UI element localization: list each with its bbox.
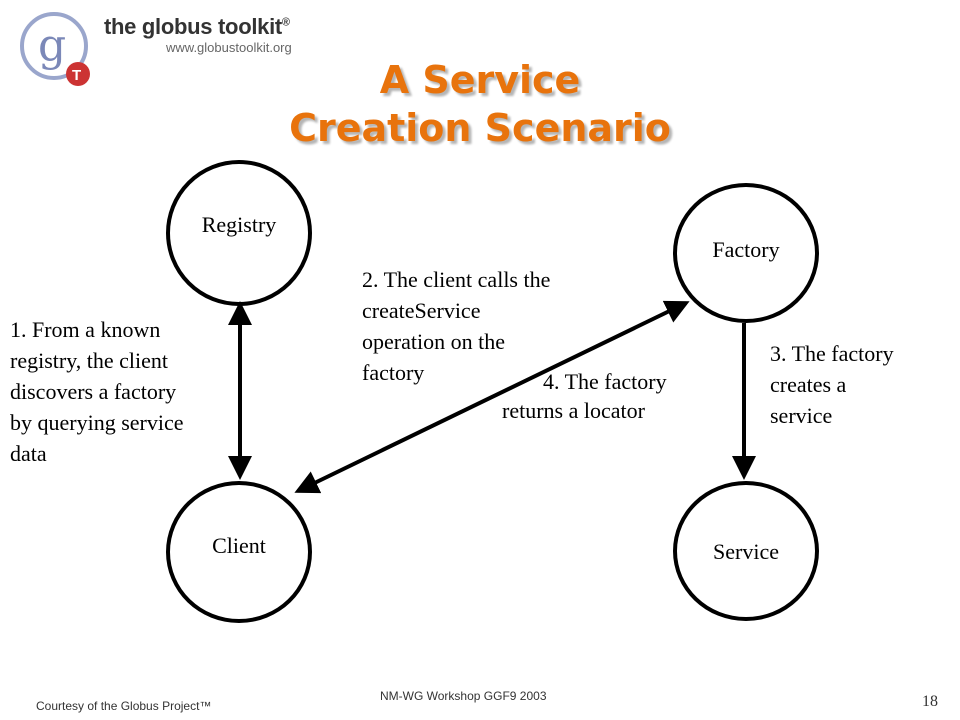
step-3-line: service xyxy=(770,403,833,428)
workshop-footer: NM-WG Workshop GGF9 2003 xyxy=(380,689,547,703)
step-4-note-line-1: 4. The factory xyxy=(543,369,667,394)
slide-title: A Service Creation Scenario xyxy=(0,56,960,152)
step-4-note-line-2: returns a locator xyxy=(502,398,645,423)
step-2-note: 2. The client calls the createService op… xyxy=(362,264,550,388)
client-node: Client xyxy=(166,481,312,623)
step-1-line: 1. From a known xyxy=(10,317,161,342)
step-3-line: 3. The factory xyxy=(770,341,894,366)
step-1-note: 1. From a known registry, the client dis… xyxy=(10,314,184,469)
step-3-line: creates a xyxy=(770,372,847,397)
step-1-line: data xyxy=(10,441,47,466)
step-2-line: operation on the xyxy=(362,329,505,354)
step-1-line: discovers a factory xyxy=(10,379,177,404)
courtesy-footer: Courtesy of the Globus Project™ xyxy=(36,699,212,713)
client-factory-arrow xyxy=(294,300,690,494)
slide-title-line-1: A Service xyxy=(379,58,581,102)
slide-title-line-2: Creation Scenario xyxy=(289,106,671,150)
svg-text:T: T xyxy=(72,67,81,84)
registry-node: Registry xyxy=(166,160,312,306)
service-node: Service xyxy=(673,481,819,621)
globus-emblem-icon: g T xyxy=(20,12,90,86)
step-2-line: createService xyxy=(362,298,481,323)
factory-node: Factory xyxy=(673,183,819,323)
step-2-line: 2. The client calls the xyxy=(362,267,551,292)
step-3-note: 3. The factory creates a service xyxy=(770,338,894,431)
step-1-line: by querying service xyxy=(10,410,184,435)
logo-url: www.globustoolkit.org xyxy=(166,40,292,55)
page-number: 18 xyxy=(922,693,938,710)
step-2-line: factory xyxy=(362,360,425,385)
step-1-line: registry, the client xyxy=(10,348,169,373)
globus-logo: g T the globus toolkit® www.globustoolki… xyxy=(14,4,304,88)
svg-text:g: g xyxy=(38,20,66,71)
logo-wordmark: the globus toolkit® xyxy=(104,14,290,39)
